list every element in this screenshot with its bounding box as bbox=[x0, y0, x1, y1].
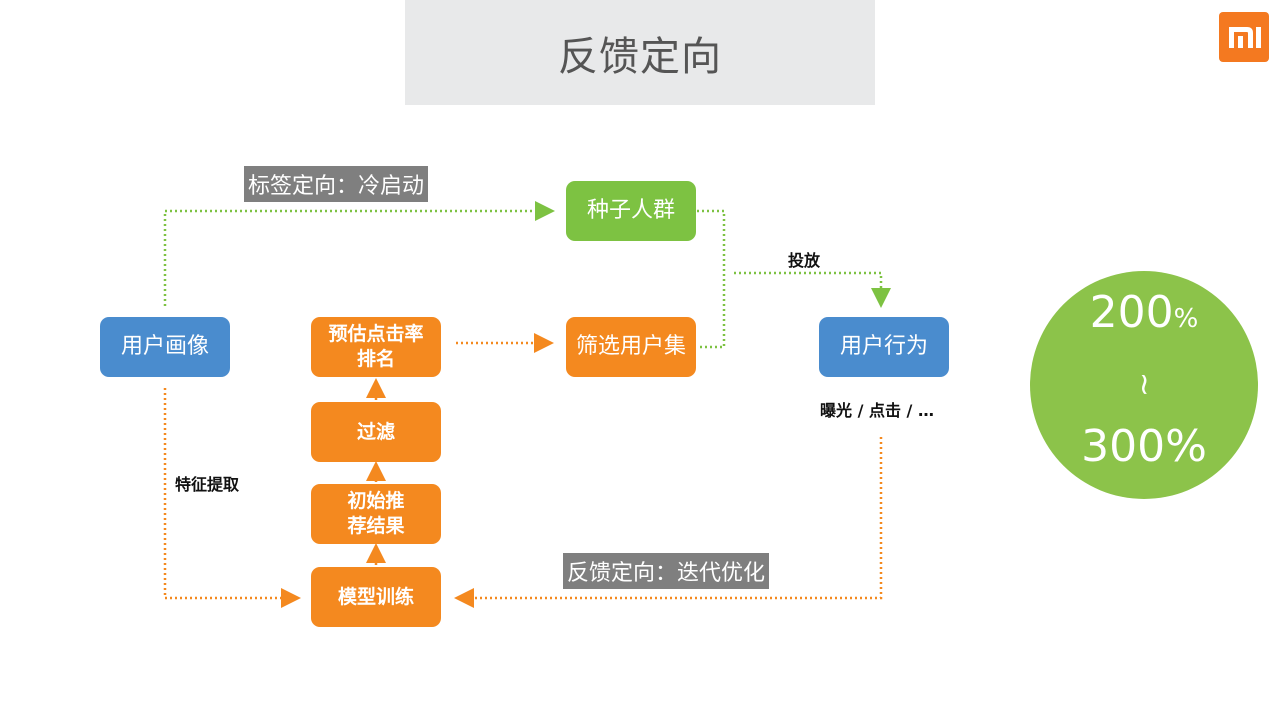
node-filter-user-set: 筛选用户集 bbox=[566, 317, 696, 377]
lift-high-value: 300 bbox=[1081, 421, 1166, 472]
node-user-profile: 用户画像 bbox=[100, 317, 230, 377]
tag-cold-start: 标签定向：冷启动 bbox=[244, 166, 429, 202]
page-title: 反馈定向 bbox=[558, 33, 722, 80]
mi-logo-icon bbox=[1219, 12, 1269, 62]
title-bar: 反馈定向 bbox=[405, 0, 875, 105]
node-model-training: 模型训练 bbox=[311, 567, 441, 627]
connector-feedback bbox=[454, 437, 883, 608]
connector-deliver bbox=[734, 271, 891, 308]
connector-feature-extract bbox=[163, 388, 301, 608]
lift-high: 300% bbox=[1030, 421, 1258, 472]
label-behavior-detail: 曝光 / 点击 / … bbox=[820, 401, 934, 420]
connector-seed-to-filterset bbox=[697, 209, 726, 349]
node-user-behavior: 用户行为 bbox=[819, 317, 949, 377]
node-filter: 过滤 bbox=[311, 402, 441, 462]
lift-high-unit: % bbox=[1165, 421, 1207, 472]
label-feature-extract: 特征提取 bbox=[175, 475, 240, 494]
node-ctr-rank: 预估点击率 排名 bbox=[311, 317, 441, 377]
lift-low: 200% bbox=[1030, 287, 1258, 338]
node-initial-recommend: 初始推 荐结果 bbox=[311, 484, 441, 544]
lift-low-unit: % bbox=[1173, 304, 1199, 334]
label-deliver: 投放 bbox=[788, 251, 821, 270]
lift-low-value: 200 bbox=[1089, 287, 1174, 338]
connector-profile-to-seed bbox=[163, 201, 555, 306]
lift-circle: 200% ~ 300% bbox=[1030, 271, 1258, 499]
tag-feedback: 反馈定向：迭代优化 bbox=[563, 553, 770, 589]
node-seed-crowd: 种子人群 bbox=[566, 181, 696, 241]
